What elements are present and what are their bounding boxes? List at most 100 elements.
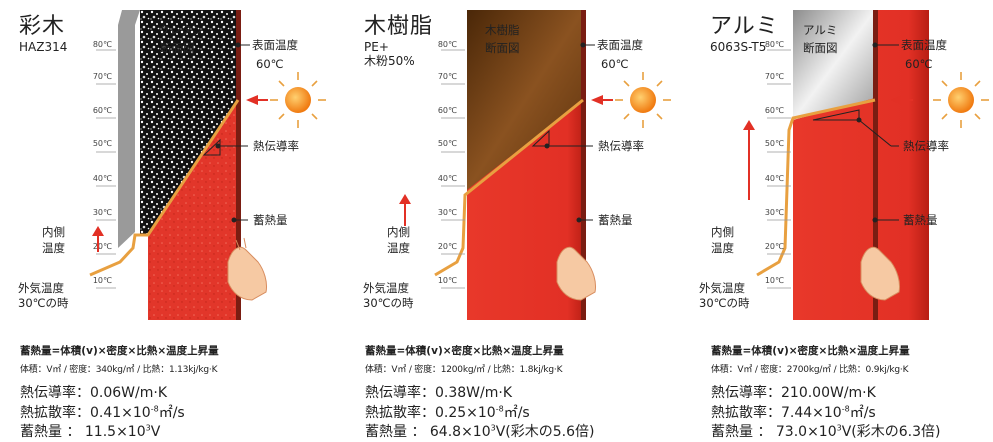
surface-temp-label: 表面温度 xyxy=(597,38,643,52)
properties-text: 体積：V㎥ / 密度：1200kg/㎥ / 比熱：1.8kj/kg·K xyxy=(365,365,563,375)
material-title: 木樹脂 xyxy=(364,14,434,39)
tick-10: 10℃ xyxy=(765,276,784,285)
temperature-scale: 80℃ 70℃ 60℃ 50℃ 40℃ 30℃ 20℃ 10℃ xyxy=(765,40,791,289)
inner-temp-label-2: 温度 xyxy=(42,241,65,255)
material-code: 6063S-T5 xyxy=(710,40,767,54)
inner-temp-label-1: 内側 xyxy=(42,225,65,239)
surface-temp-value: 60℃ xyxy=(601,57,629,71)
heat-storage-label: 蓄熱量 xyxy=(903,213,938,227)
surface-edge xyxy=(236,10,241,320)
conductivity-value: 熱伝導率：210.00W/m·K xyxy=(711,385,876,401)
temperature-line xyxy=(434,98,584,277)
tick-60: 60℃ xyxy=(765,106,784,115)
section-label-2: 断面図 xyxy=(485,41,520,55)
inner-temp-label-1: 内側 xyxy=(711,225,734,239)
tick-80: 80℃ xyxy=(93,40,112,49)
tick-50: 50℃ xyxy=(438,139,457,148)
conductivity-triangle-icon xyxy=(812,109,860,121)
temperature-line xyxy=(89,99,240,277)
section-label-1: アルミ xyxy=(803,23,837,37)
material-code: HAZ314 xyxy=(19,40,68,54)
material-title: 彩木 xyxy=(19,14,66,39)
heat-storage-label: 蓄熱量 xyxy=(253,213,288,227)
conductivity-label: 熱伝導率 xyxy=(903,139,949,153)
wood-resin-section xyxy=(467,10,583,190)
tick-30: 30℃ xyxy=(438,208,457,217)
surface-edge xyxy=(581,10,586,320)
tick-70: 70℃ xyxy=(438,72,457,81)
heat-arrow-icon xyxy=(246,95,258,105)
outer-temp-label-1: 外気温度 xyxy=(699,281,745,295)
surface-temp-value: 60℃ xyxy=(905,57,933,71)
urethane-section xyxy=(140,10,238,235)
tick-30: 30℃ xyxy=(765,208,784,217)
inner-temp-up-arrow-icon xyxy=(92,226,104,252)
section-label-1: 木樹脂 xyxy=(485,23,520,37)
heat-storage-label: 蓄熱量 xyxy=(598,213,633,227)
aluminum-section xyxy=(793,10,875,120)
wood-resin-cross-section-diagram: 80℃ 70℃ 60℃ 50℃ 40℃ 30℃ 20℃ 10℃ 木樹脂 断面図 … xyxy=(363,10,671,320)
conductivity-label: 熱伝導率 xyxy=(253,139,299,153)
hand-icon xyxy=(860,246,900,301)
section-label-2: 断面図 xyxy=(803,41,838,55)
properties-text: 体積：V㎥ / 密度：340kg/㎥ / 比熱：1.13kj/kg·K xyxy=(20,365,218,375)
tick-10: 10℃ xyxy=(93,276,112,285)
aluminum-cross-section-diagram: 80℃ 70℃ 60℃ 50℃ 40℃ 30℃ 20℃ 10℃ アルミ 断面図 … xyxy=(699,10,989,320)
outer-temp-label-2: 30℃の時 xyxy=(363,296,414,310)
material-title: アルミ xyxy=(710,14,779,39)
heat-storage-value: 蓄熱量 ： 11.5×103V xyxy=(20,423,161,440)
heat-storage-value: 蓄熱量 ： 73.0×103V(彩木の6.3倍) xyxy=(711,423,941,440)
panel-wood-resin: 80℃ 70℃ 60℃ 50℃ 40℃ 30℃ 20℃ 10℃ 木樹脂 断面図 … xyxy=(345,0,676,442)
surface-temp-value: 60℃ xyxy=(256,57,284,71)
conductivity-value: 熱伝導率：0.38W/m·K xyxy=(365,385,512,401)
formula-text: 蓄熱量=体積(v)×密度×比熱×温度上昇量 xyxy=(20,345,219,357)
tick-10: 10℃ xyxy=(438,276,457,285)
tick-20: 20℃ xyxy=(765,242,784,251)
inner-temp-up-arrow-icon xyxy=(399,194,411,226)
inner-temp-label-2: 温度 xyxy=(387,241,410,255)
temperature-scale: 80℃ 70℃ 60℃ 50℃ 40℃ 30℃ 20℃ 10℃ xyxy=(93,40,116,289)
inner-temp-label-2: 温度 xyxy=(711,241,734,255)
tick-30: 30℃ xyxy=(93,208,112,217)
formula-text: 蓄熱量=体積(v)×密度×比熱×温度上昇量 xyxy=(711,345,910,357)
outer-temp-label-1: 外気温度 xyxy=(18,281,64,295)
formula-text: 蓄熱量=体積(v)×密度×比熱×温度上昇量 xyxy=(365,345,564,357)
conductivity-label: 熱伝導率 xyxy=(598,139,644,153)
tick-50: 50℃ xyxy=(93,139,112,148)
heat-storage-value: 蓄熱量 ： 64.8×103V(彩木の5.6倍) xyxy=(365,423,595,440)
inner-temp-up-arrow-icon xyxy=(743,120,755,200)
surface-edge xyxy=(873,10,878,320)
tick-40: 40℃ xyxy=(438,174,457,183)
saiki-cross-section-diagram: 80℃ 70℃ 60℃ 50℃ 40℃ 30℃ 20℃ 10℃ ウレタン 断面図… xyxy=(18,10,326,320)
outer-wall-shape xyxy=(118,10,140,248)
heat-arrow-icon xyxy=(891,95,903,105)
tick-50: 50℃ xyxy=(765,139,784,148)
surface-temp-label: 表面温度 xyxy=(252,38,298,52)
tick-40: 40℃ xyxy=(93,174,112,183)
diffusivity-value: 熱拡散率：0.25×10-8㎡/s xyxy=(365,404,530,421)
diffusivity-value: 熱拡散率：0.41×10-8㎡/s xyxy=(20,404,185,421)
hand-icon xyxy=(556,246,596,301)
tick-20: 20℃ xyxy=(93,242,112,251)
tick-20: 20℃ xyxy=(438,242,457,251)
tick-40: 40℃ xyxy=(765,174,784,183)
temperature-line xyxy=(756,98,876,277)
conductivity-triangle-icon xyxy=(531,129,550,147)
sun-icon xyxy=(270,72,326,128)
surface-temp-label: 表面温度 xyxy=(901,38,947,52)
diffusivity-value: 熱拡散率：7.44×10-8㎡/s xyxy=(711,404,876,421)
material-code: PE+ 木粉50% xyxy=(364,40,415,68)
outer-temp-label-2: 30℃の時 xyxy=(18,296,69,310)
hand-icon xyxy=(227,237,267,301)
tick-80: 80℃ xyxy=(765,40,784,49)
panel-aluminum: 80℃ 70℃ 60℃ 50℃ 40℃ 30℃ 20℃ 10℃ アルミ 断面図 … xyxy=(691,0,993,442)
heat-arrow-icon xyxy=(591,95,603,105)
temperature-scale: 80℃ 70℃ 60℃ 50℃ 40℃ 30℃ 20℃ 10℃ xyxy=(438,40,465,289)
sun-icon xyxy=(933,72,989,128)
tick-70: 70℃ xyxy=(765,72,784,81)
inner-temp-label-1: 内側 xyxy=(387,225,410,239)
tick-80: 80℃ xyxy=(438,40,457,49)
properties-text: 体積：V㎥ / 密度：2700kg/㎥ / 比熱：0.9kj/kg·K xyxy=(711,365,909,375)
outer-temp-label-1: 外気温度 xyxy=(363,281,409,295)
section-label-2: 断面図 xyxy=(160,41,195,55)
